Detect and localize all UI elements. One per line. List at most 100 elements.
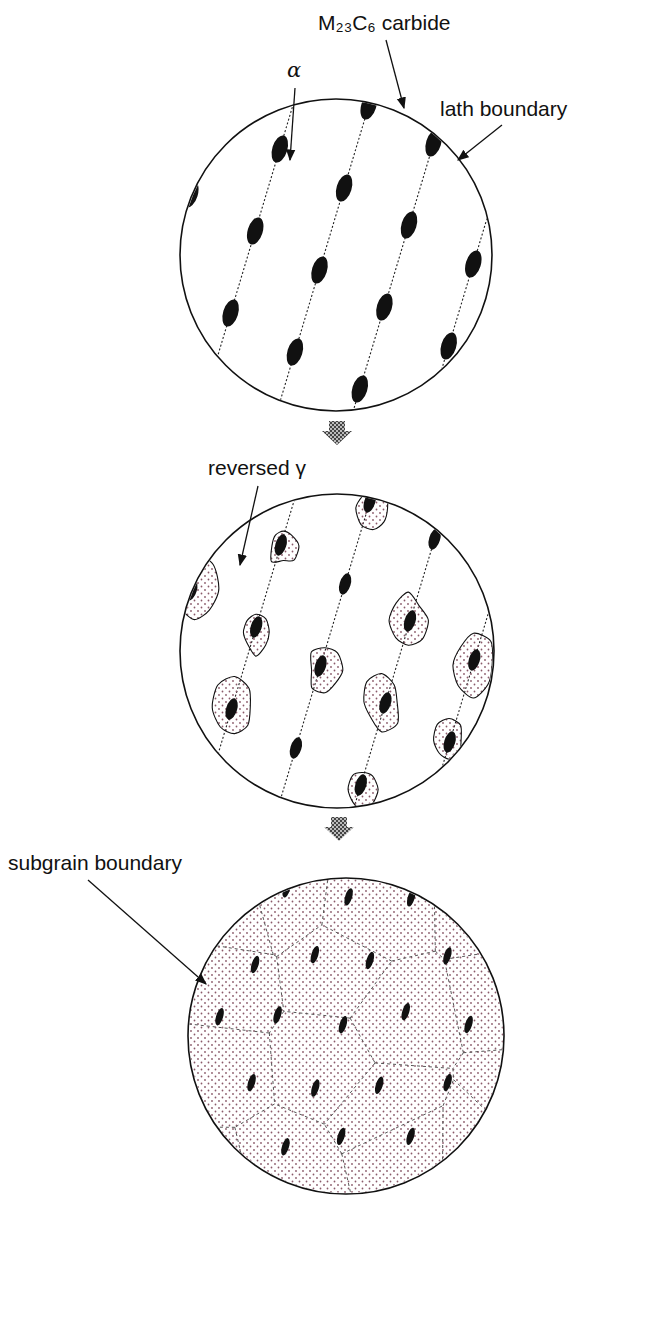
reversed-austenite-region — [356, 487, 388, 530]
lath-boundary-line — [344, 461, 458, 841]
carbide-particle — [205, 1138, 217, 1157]
step-arrow — [324, 817, 354, 841]
lath-boundary-line — [116, 461, 230, 841]
reversed-austenite-region — [576, 521, 600, 558]
carbide-particle — [576, 121, 599, 152]
carbide-particle — [426, 527, 443, 551]
carbide-particle — [437, 330, 460, 361]
reversed-austenite-region — [152, 657, 179, 702]
step-arrow — [322, 421, 352, 445]
carbide-particle — [466, 648, 483, 672]
carbide-particle — [527, 285, 550, 316]
carbide-particle — [515, 484, 532, 508]
carbide-particle — [487, 166, 510, 197]
carbide-particle — [183, 578, 200, 602]
carbide-particle — [272, 1005, 284, 1024]
reversed-austenite-region — [453, 633, 493, 698]
carbide-particle — [272, 533, 289, 557]
carbide-particle — [312, 654, 329, 678]
leader-line — [458, 125, 502, 160]
carbide-particle — [109, 824, 126, 848]
carbide-particle — [337, 572, 354, 596]
subgrain-view — [170, 860, 530, 1220]
carbide-particle — [214, 1007, 226, 1026]
carbide-label: M₂₃C₆ carbide — [318, 10, 451, 35]
lath-boundary-line — [343, 65, 457, 445]
carbide-particle — [158, 660, 175, 684]
carbide-particle — [377, 691, 394, 715]
reversed-austenite-region — [249, 809, 299, 869]
martensite-lath-view — [39, 59, 609, 455]
carbide-particle — [69, 705, 86, 729]
carbide-particle — [473, 880, 485, 899]
carbide-particle — [244, 215, 267, 246]
carbide-particle — [335, 1127, 347, 1146]
lath-boundary-line — [419, 65, 533, 445]
carbide-particle — [352, 773, 369, 797]
carbide-particle — [223, 697, 240, 721]
carbide-particle — [398, 209, 421, 240]
leader-line — [290, 88, 295, 160]
carbide-particle — [506, 767, 523, 791]
carbide-particle — [364, 951, 376, 970]
reversed-austenite-region — [37, 784, 61, 816]
carbide-particle — [90, 223, 113, 254]
lath-boundary-line — [115, 65, 229, 445]
leader-line — [88, 880, 206, 984]
reversed-austenite-region — [88, 613, 117, 658]
carbide-particle — [263, 818, 280, 842]
leader-line — [386, 40, 404, 108]
lath-boundary-line — [40, 461, 154, 841]
carbide-particle — [357, 90, 380, 121]
reversed-austenite-region — [389, 592, 428, 645]
carbide-particle — [337, 1015, 349, 1034]
reversed-austenite-region — [364, 674, 399, 732]
carbide-particle — [154, 260, 177, 291]
reversed-austenite-region — [127, 733, 159, 780]
carbide-particle — [373, 291, 396, 322]
reversed-austenite-region — [129, 438, 169, 509]
view-circle — [180, 99, 492, 411]
carbide-particle — [219, 297, 242, 328]
carbide-particle — [552, 203, 575, 234]
carbide-particle — [65, 305, 88, 336]
carbide-particle — [531, 685, 548, 709]
carbide-particle — [490, 566, 507, 590]
carbide-particle — [502, 367, 525, 398]
reversed-austenite-region — [172, 553, 218, 619]
carbide-particle — [199, 779, 216, 803]
carbide-particle — [463, 1015, 475, 1034]
carbide-particle — [246, 1073, 258, 1092]
leader-line — [240, 486, 258, 565]
reversed-austenite-view — [37, 438, 610, 869]
boundary-label: subgrain boundary — [8, 850, 182, 875]
carbide-particle — [462, 248, 485, 279]
carbide-particle — [269, 133, 292, 164]
austenite-matrix — [180, 870, 520, 1210]
carbide-particle — [405, 1127, 417, 1146]
carbide-particle — [105, 424, 128, 455]
carbide-particle — [143, 459, 160, 483]
carbide-particle — [441, 946, 453, 965]
carbide-particle — [580, 521, 597, 545]
carbide-particle — [195, 379, 218, 410]
reversed-austenite-region — [271, 531, 299, 562]
carbide-particle — [279, 1137, 291, 1156]
phase-label: reversed γ — [208, 455, 306, 480]
carbide-particle — [118, 541, 135, 565]
reversed-austenite-region — [311, 648, 343, 693]
carbide-particle — [130, 342, 153, 373]
carbide-particle — [373, 1076, 385, 1095]
carbide-particle — [413, 412, 436, 443]
carbide-particle — [114, 141, 137, 172]
carbide-particle — [441, 730, 458, 754]
carbide-particle — [259, 418, 282, 449]
lath-boundary-line — [495, 65, 609, 445]
carbide-particle — [422, 127, 445, 158]
lath-boundary-line — [191, 65, 305, 445]
lath-boundary-line — [420, 461, 534, 841]
carbide-particle — [361, 490, 378, 514]
carbide-particle — [284, 336, 307, 367]
